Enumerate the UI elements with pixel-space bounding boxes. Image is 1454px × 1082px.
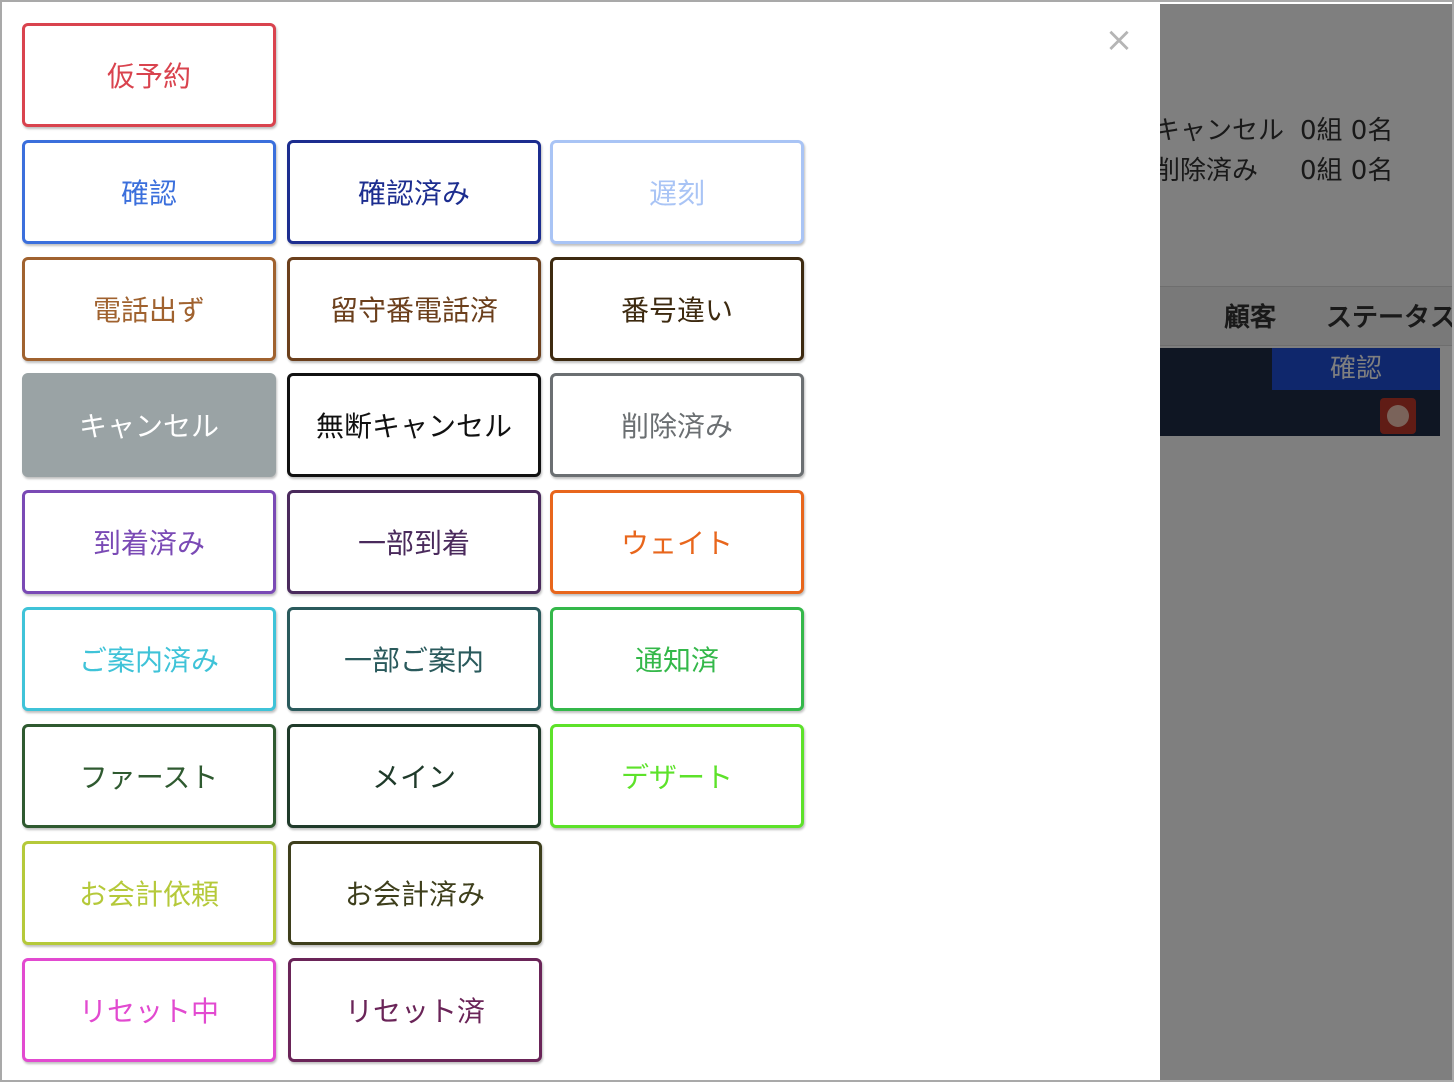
status-button-cancel[interactable]: キャンセル xyxy=(22,373,276,477)
status-button-reset-done[interactable]: リセット済 xyxy=(288,958,542,1062)
close-button[interactable]: × xyxy=(1104,20,1134,60)
status-button-bill-paid[interactable]: お会計済み xyxy=(288,841,542,945)
status-button-main-course[interactable]: メイン xyxy=(287,724,541,828)
status-button-wrong-number[interactable]: 番号違い xyxy=(550,257,804,361)
status-button-deleted[interactable]: 削除済み xyxy=(550,373,804,477)
status-button-arrived[interactable]: 到着済み xyxy=(22,490,276,594)
modal-backdrop[interactable] xyxy=(1160,4,1452,1080)
status-button-no-answer[interactable]: 電話出ず xyxy=(22,257,276,361)
status-button-confirm[interactable]: 確認 xyxy=(22,140,276,244)
status-button-confirmed[interactable]: 確認済み xyxy=(287,140,541,244)
status-button-seated[interactable]: ご案内済み xyxy=(22,607,276,711)
status-button-wait[interactable]: ウェイト xyxy=(550,490,804,594)
status-button-partially-seated[interactable]: 一部ご案内 xyxy=(287,607,541,711)
status-button-no-show-cancel[interactable]: 無断キャンセル xyxy=(287,373,541,477)
status-button-voicemail-left[interactable]: 留守番電話済 xyxy=(287,257,541,361)
status-button-partially-arrived[interactable]: 一部到着 xyxy=(287,490,541,594)
status-button-tentative-reservation[interactable]: 仮予約 xyxy=(22,23,276,127)
status-button-resetting[interactable]: リセット中 xyxy=(22,958,276,1062)
status-button-bill-requested[interactable]: お会計依頼 xyxy=(22,841,276,945)
status-button-late[interactable]: 遅刻 xyxy=(550,140,804,244)
status-button-first-course[interactable]: ファースト xyxy=(22,724,276,828)
status-button-notified[interactable]: 通知済 xyxy=(550,607,804,711)
status-button-dessert[interactable]: デザート xyxy=(550,724,804,828)
status-modal: × 仮予約 確認 確認済み 遅刻 電話出ず 留守番電話済 番号違い キャンセル … xyxy=(4,4,1160,1080)
